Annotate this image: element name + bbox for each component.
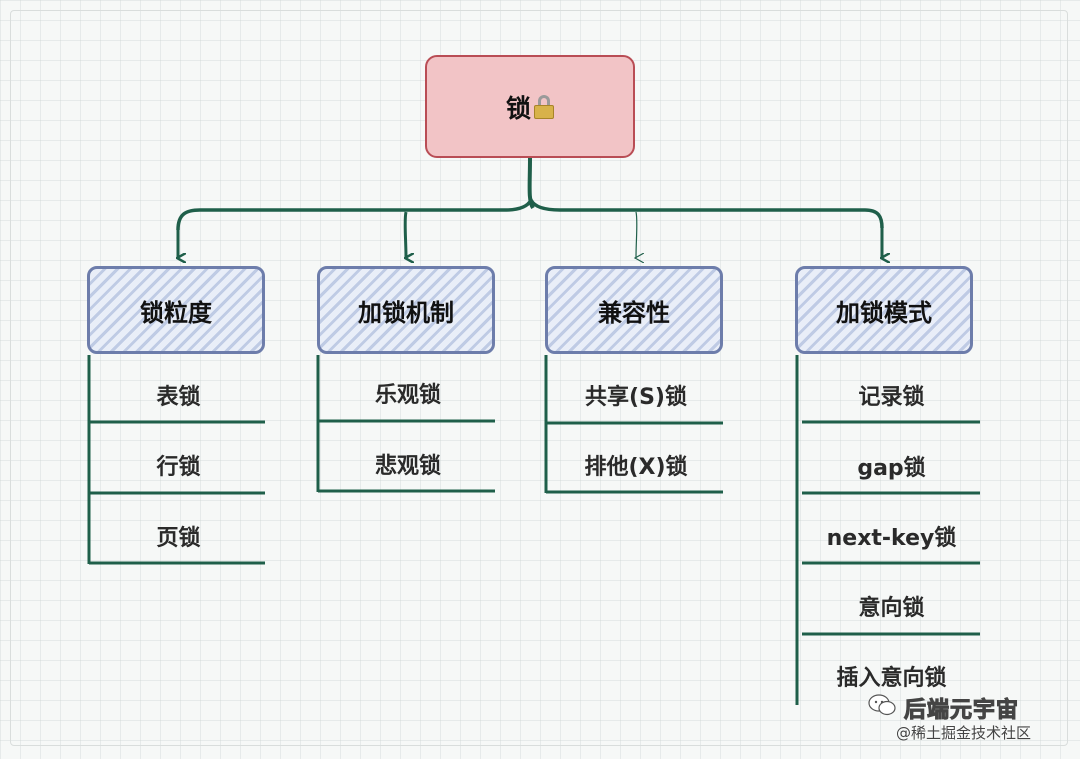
lock-icon xyxy=(534,94,554,119)
list-item-shared-lock: 共享(S)锁 xyxy=(585,385,687,410)
watermark-subtitle: @稀土掘金技术社区 xyxy=(896,724,1032,742)
list-item-exclusive-lock: 排他(X)锁 xyxy=(584,455,688,480)
connector-drop-2 xyxy=(403,211,406,258)
category-mode: 加锁模式 xyxy=(795,266,973,354)
list-item-intention-lock: 意向锁 xyxy=(858,596,925,621)
list-lines-2 xyxy=(316,355,495,493)
list-item-gap-lock: gap锁 xyxy=(857,456,926,481)
category-compatibility: 兼容性 xyxy=(545,266,723,354)
category-label: 锁粒度 xyxy=(140,298,212,327)
diagram-frame xyxy=(10,10,1068,746)
category-label: 加锁机制 xyxy=(358,298,454,327)
list-item-row-lock: 行锁 xyxy=(156,455,201,480)
root-node: 锁 xyxy=(425,55,635,158)
root-label: 锁 xyxy=(505,93,531,123)
list-item-record-lock: 记录锁 xyxy=(858,385,925,410)
connector-bus xyxy=(176,196,884,231)
watermark: 后端元宇宙 @稀土掘金技术社区 xyxy=(868,692,1068,752)
list-item-insert-intention-lock: 插入意向锁 xyxy=(836,666,947,691)
list-lines-3 xyxy=(544,355,723,494)
connector-trunk xyxy=(527,157,535,210)
connector-drop-3 xyxy=(636,211,637,258)
watermark-title: 后端元宇宙 xyxy=(903,698,1020,724)
list-lines-1 xyxy=(87,355,265,565)
list-item-pessimistic-lock: 悲观锁 xyxy=(374,454,441,479)
list-item-table-lock: 表锁 xyxy=(156,385,201,410)
category-label: 兼容性 xyxy=(598,298,670,327)
list-item-next-key-lock: next-key锁 xyxy=(826,526,957,551)
category-label: 加锁模式 xyxy=(836,298,932,327)
list-lines-4 xyxy=(795,355,980,705)
category-granularity: 锁粒度 xyxy=(87,266,265,354)
wechat-icon xyxy=(868,694,896,716)
category-mechanism: 加锁机制 xyxy=(317,266,495,354)
list-item-optimistic-lock: 乐观锁 xyxy=(374,383,441,408)
list-item-page-lock: 页锁 xyxy=(156,526,201,551)
